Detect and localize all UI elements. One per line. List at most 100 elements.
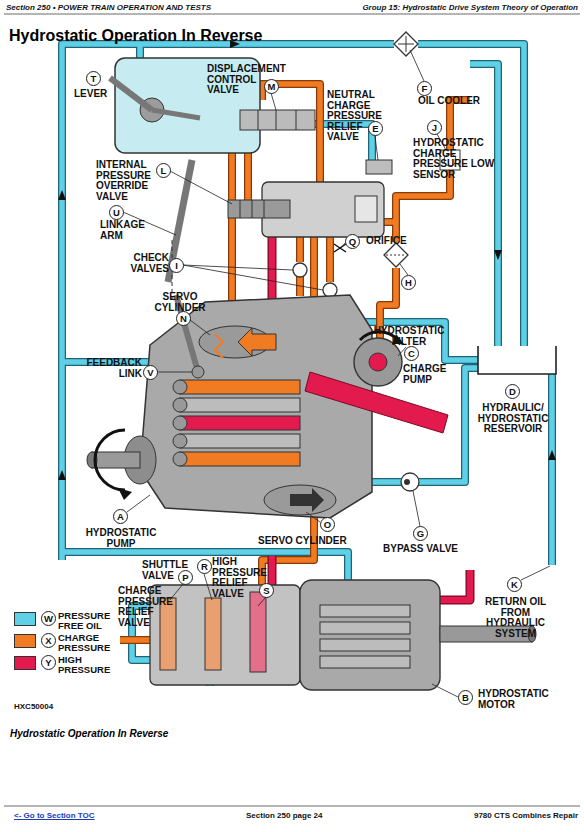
callout-letter: Q (345, 234, 360, 249)
page-footer: 9780 CTS Combines Repair (474, 811, 578, 820)
callout-letter: U (109, 205, 124, 220)
callout-letter: P (178, 570, 193, 585)
figure-code: HXC50004 (14, 702, 53, 711)
bypass-valve (404, 479, 410, 485)
displacement-control-housing (258, 110, 259, 130)
feedback-link (192, 366, 204, 378)
reservoir-tray (478, 346, 556, 374)
callout-letter: S (259, 583, 274, 598)
callout-letter: E (368, 121, 383, 136)
leader-line (183, 265, 323, 290)
hydrostatic-motor (320, 605, 410, 617)
leader-line (258, 597, 266, 606)
callout-letter: X (41, 633, 56, 648)
part-name: SERVO CYLINDER (147, 292, 213, 313)
callout-letter: X (41, 633, 56, 648)
callout-letter: L (156, 163, 171, 178)
hydrostatic-motor (300, 580, 440, 690)
leader-line (127, 495, 150, 512)
displacement-control-housing (276, 110, 277, 130)
hydrostatic-pump (95, 430, 125, 490)
hydrostatic-pump (92, 452, 140, 468)
page-header: Group 15: Hydrostatic Drive System Theor… (362, 3, 578, 12)
hydrostatic-motor (160, 598, 176, 670)
override-valve (228, 200, 290, 218)
callout-label: ULINKAGE ARM (100, 205, 160, 241)
hydrostatic-motor (320, 656, 410, 668)
callout-label: LINTERNAL PRESSURE OVERRIDE VALVE (96, 160, 171, 202)
callout-letter: J (427, 120, 442, 135)
part-name: NEUTRAL CHARGE PRESSURE RELIEF VALVE (327, 90, 387, 143)
callout-letter: N (176, 311, 191, 326)
part-name: LEVER (74, 89, 114, 100)
flow-arrow (548, 450, 556, 460)
bypass-valve (401, 473, 419, 491)
override-valve (252, 200, 253, 218)
hydrostatic-pump (180, 452, 300, 466)
page-header: Section 250 • POWER TRAIN OPERATION AND … (6, 3, 211, 12)
callout-label: TLEVER (74, 71, 114, 100)
callout-label: ENEUTRAL CHARGE PRESSURE RELIEF VALVE (327, 90, 387, 143)
callout-letter: Y (41, 655, 56, 670)
check-valves (323, 283, 337, 297)
callout-letter: O (320, 517, 335, 532)
charge-pump (369, 353, 387, 371)
callout-label: NSERVO CYLINDER (147, 292, 213, 326)
callout-label: OSERVO CYLINDER (258, 517, 368, 547)
servo-cylinder (264, 485, 336, 515)
hydrostatic-motor (250, 592, 266, 672)
legend-swatch (14, 612, 36, 626)
callout-letter: H (401, 275, 416, 290)
leader-line (375, 136, 378, 160)
leader-line (190, 320, 210, 335)
legend-swatch (14, 634, 36, 648)
part-name: BYPASS VALVE (383, 544, 473, 555)
flow-arrow (494, 250, 502, 260)
hydrostatic-pump (173, 434, 187, 448)
hydrostatic-filter (384, 243, 408, 267)
callout-label: RSHUTTLE VALVE (142, 559, 212, 581)
part-name: CHARGE PUMP (403, 364, 458, 385)
oil-cooler (406, 36, 407, 52)
relief-valve (366, 160, 392, 174)
part-name: HYDROSTATIC CHARGE PRESSURE LOW SENSOR (413, 138, 495, 180)
hydrostatic-pump (173, 380, 187, 394)
displacement-control-housing (296, 110, 297, 130)
callout-letter: D (505, 384, 520, 399)
callout-letter: W (41, 611, 56, 626)
override-valve (228, 182, 384, 237)
callout-label: CCHARGE PUMP (403, 346, 458, 385)
callout-label: J HYDROSTATIC CHARGE PRESSURE LOW SENSOR (413, 120, 495, 180)
hydrostatic-motor (320, 639, 410, 651)
callout-letter: B (458, 690, 473, 705)
servo-cylinder (199, 326, 336, 515)
hydrostatic-pump (180, 398, 300, 412)
part-name: HYDROSTATIC FILTER (368, 326, 450, 347)
toc-link: <- Go to Section TOC (14, 811, 95, 820)
displacement-control-housing (110, 78, 152, 110)
header-rule (4, 14, 580, 15)
displacement-control-housing (240, 110, 315, 130)
part-name: HYDROSTATIC MOTOR (478, 689, 560, 710)
leader-line (157, 372, 192, 373)
hydrostatic-motor (205, 598, 221, 670)
flow-arrow (58, 40, 556, 480)
leader-line (183, 265, 293, 270)
reservoir-tray (478, 346, 556, 374)
hydrostatic-pump (173, 452, 187, 466)
relief-valve (366, 160, 392, 174)
leader-line (432, 684, 458, 697)
override-valve (355, 196, 377, 222)
callout-letter: K (507, 577, 522, 592)
oil-cooler (394, 32, 418, 56)
leader-line (170, 171, 232, 204)
hydrostatic-motor (320, 622, 410, 634)
page-title: Hydrostatic Operation In Reverse (9, 27, 262, 45)
callout-label: DHYDRAULIC/ HYDROSTATIC RESERVOIR (472, 384, 554, 435)
leader-line (306, 512, 320, 522)
linkage-arm (168, 160, 192, 282)
callout-label: SHIGH PRESSURE RELIEF VALVE (212, 557, 276, 599)
servo-cylinder (290, 488, 324, 512)
hydrostatic-motor (150, 580, 536, 690)
